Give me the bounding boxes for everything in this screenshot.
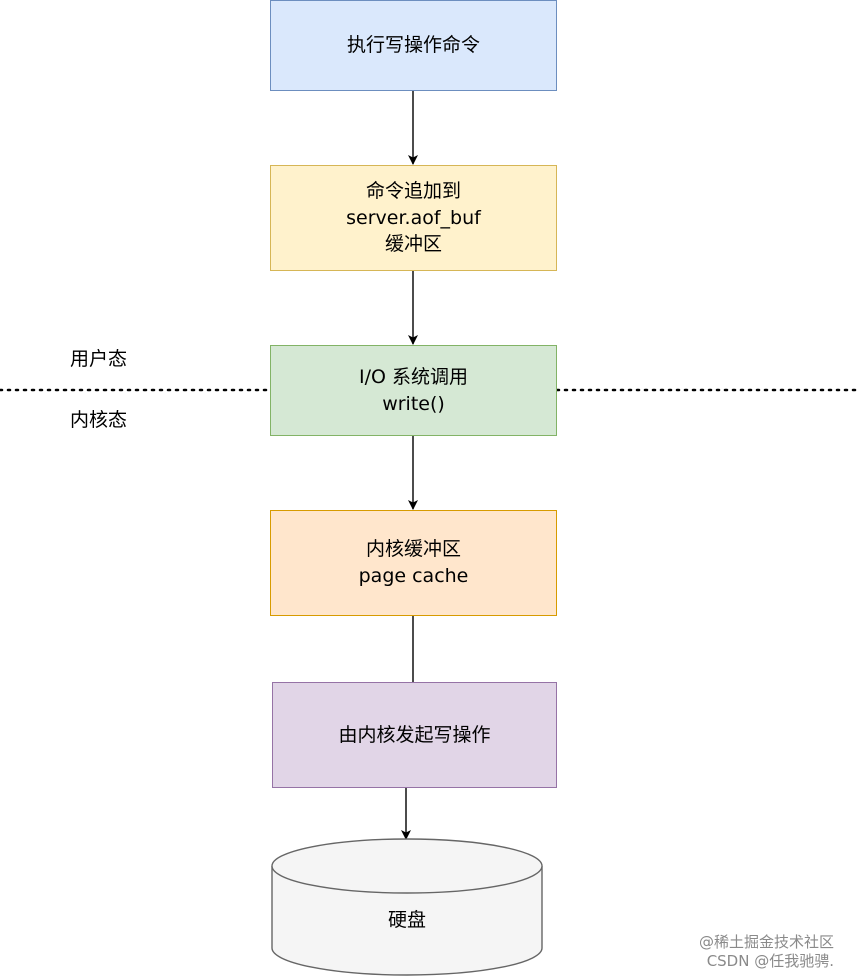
user-space-label: 用户态 — [70, 348, 128, 370]
watermark-line-1: @稀土掘金技术社区 — [698, 933, 834, 951]
step-2-line-1: 命令追加到 — [365, 180, 461, 203]
step-write-syscall: I/O 系统调用 write() — [270, 345, 557, 436]
step-kernel-write: 由内核发起写操作 — [272, 682, 557, 788]
step-5-line-1: 由内核发起写操作 — [338, 723, 491, 746]
kernel-space-label: 内核态 — [70, 409, 128, 431]
step-2-line-2: server.aof_buf — [346, 206, 481, 229]
disk-label: 硬盘 — [387, 909, 426, 931]
disk-cylinder — [271, 838, 543, 976]
step-4-line-1: 内核缓冲区 — [365, 538, 461, 561]
step-page-cache: 内核缓冲区 page cache — [270, 510, 557, 616]
step-3-line-2: write() — [382, 392, 445, 415]
step-2-line-3: 缓冲区 — [384, 233, 442, 256]
step-3-line-1: I/O 系统调用 — [359, 365, 468, 388]
step-4-line-2: page cache — [358, 565, 469, 587]
step-append-aof-buf: 命令追加到 server.aof_buf 缓冲区 — [270, 165, 557, 271]
step-execute-write-command: 执行写操作命令 — [270, 0, 557, 91]
step-1-line-1: 执行写操作命令 — [346, 34, 480, 57]
watermark-line-2: CSDN @任我驰骋. — [706, 952, 834, 970]
